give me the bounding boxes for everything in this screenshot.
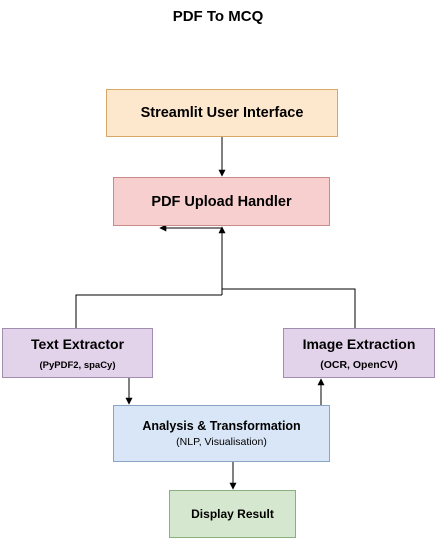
edge-image-to-pdf bbox=[222, 288, 356, 328]
diagram-title: PDF To MCQ bbox=[172, 8, 264, 25]
node-pdf-upload-handler: PDF Upload Handler bbox=[113, 177, 330, 226]
node-label: Analysis & Transformation bbox=[142, 419, 301, 433]
node-label: Streamlit User Interface bbox=[140, 105, 304, 121]
node-display-result: Display Result bbox=[169, 490, 296, 538]
node-sublabel: (NLP, Visualisation) bbox=[176, 436, 267, 448]
node-analysis-transformation: Analysis & Transformation (NLP, Visualis… bbox=[113, 405, 330, 462]
node-sublabel: (OCR, OpenCV) bbox=[320, 358, 398, 371]
node-image-extraction: Image Extraction (OCR, OpenCV) bbox=[283, 328, 435, 378]
node-label: Display Result bbox=[191, 507, 274, 521]
edge-text-to-pdf bbox=[75, 294, 222, 328]
node-label: Image Extraction bbox=[302, 335, 416, 352]
node-sublabel: (PyPDF2, spaCy) bbox=[39, 359, 116, 371]
node-streamlit-ui: Streamlit User Interface bbox=[106, 89, 338, 137]
node-text-extractor: Text Extractor (PyPDF2, spaCy) bbox=[2, 328, 153, 378]
node-label: Text Extractor bbox=[30, 335, 125, 352]
node-label: PDF Upload Handler bbox=[151, 193, 292, 210]
